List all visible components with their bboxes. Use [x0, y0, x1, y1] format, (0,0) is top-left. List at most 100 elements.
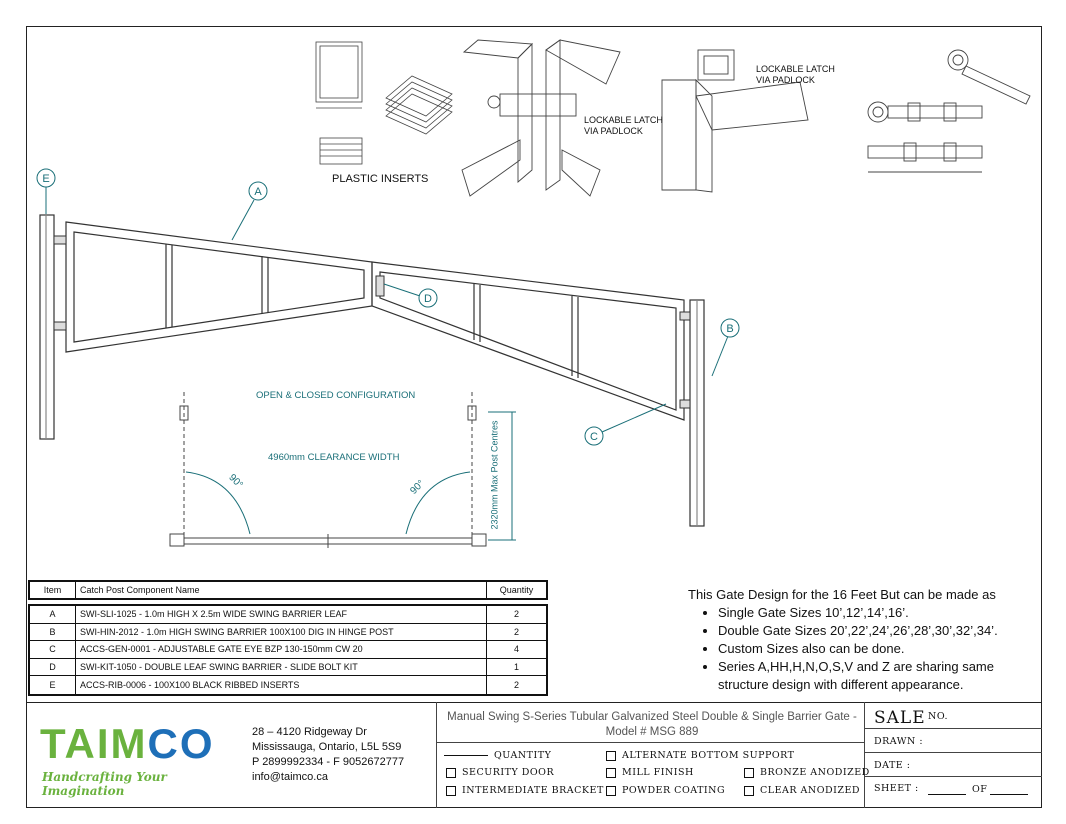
table-row: A SWI-SLI-1025 - 1.0m HIGH X 2.5m WIDE S… — [30, 606, 546, 624]
config-label: OPEN & CLOSED CONFIGURATION — [256, 390, 416, 401]
checkbox[interactable] — [744, 785, 754, 796]
row-name: SWI-KIT-1050 - DOUBLE LEAF SWING BARRIER… — [76, 658, 487, 676]
plan-configuration — [169, 392, 516, 548]
option-security-door[interactable]: SECURITY DOOR — [446, 767, 554, 778]
row-qty: 4 — [513, 644, 519, 655]
row-name: ACCS-GEN-0001 - ADJUSTABLE GATE EYE BZP … — [76, 641, 487, 658]
option-powder-coating[interactable]: POWDER COATING — [606, 785, 725, 796]
option-label: MILL FINISH — [622, 767, 694, 778]
row-name: SWI-HIN-2012 - 1.0m HIGH SWING BARRIER 1… — [76, 623, 487, 641]
row-qty: 1 — [513, 662, 519, 673]
latch-label-1-line1: LOCKABLE LATCH — [584, 115, 663, 125]
latch-detail-1 — [461, 39, 621, 197]
table-row: E ACCS-RIB-0006 - 100X100 BLACK RIBBED I… — [30, 676, 546, 694]
component-table: A SWI-SLI-1025 - 1.0m HIGH X 2.5m WIDE S… — [28, 604, 548, 696]
sheet-number-field[interactable] — [928, 794, 966, 795]
component-table-header: Item Catch Post Component Name Quantity — [28, 580, 548, 600]
callout-d: D — [424, 293, 432, 305]
note-bullet: Double Gate Sizes 20’,22’,24’,26’,28’,30… — [718, 622, 1038, 640]
title-block — [26, 702, 1042, 808]
checkbox[interactable] — [606, 767, 616, 778]
option-alternate-bottom-support[interactable]: ALTERNATE BOTTOM SUPPORT — [606, 750, 795, 761]
drawn-label: DRAWN : — [874, 736, 924, 747]
option-label: ALTERNATE BOTTOM SUPPORT — [622, 750, 795, 761]
row-qty: 2 — [513, 609, 519, 620]
logo-tagline: Handcrafting Your Imagination — [42, 770, 167, 798]
option-mill-finish[interactable]: MILL FINISH — [606, 767, 694, 778]
company-address: 28 – 4120 Ridgeway Dr Mississauga, Ontar… — [252, 725, 404, 785]
header-name: Catch Post Component Name — [76, 582, 487, 598]
notes-intro: This Gate Design for the 16 Feet But can… — [688, 587, 996, 602]
option-label: POWDER COATING — [622, 785, 726, 796]
row-item: D — [30, 658, 76, 676]
design-notes: This Gate Design for the 16 Feet But can… — [688, 586, 1038, 694]
gate-eye-detail — [867, 49, 1031, 173]
latch-label-2-line2: VIA PADLOCK — [756, 75, 815, 85]
row-name: ACCS-RIB-0006 - 100X100 BLACK RIBBED INS… — [76, 676, 487, 694]
note-bullet: Series A,HH,H,N,O,S,V and Z are sharing … — [718, 658, 1038, 694]
company-email[interactable]: info@taimco.ca — [252, 771, 328, 783]
sale-label: SALE — [874, 708, 926, 728]
option-intermediate-bracket[interactable]: INTERMEDIATE BRACKET — [446, 785, 604, 796]
table-row: C ACCS-GEN-0001 - ADJUSTABLE GATE EYE BZ… — [30, 641, 546, 659]
logo-text-c: CO — [147, 720, 215, 767]
checkbox[interactable] — [606, 750, 616, 761]
note-bullet: Single Gate Sizes 10’,12’,14’,16’. — [718, 604, 1038, 622]
sheet-total-field[interactable] — [990, 794, 1028, 795]
table-row: D SWI-KIT-1050 - DOUBLE LEAF SWING BARRI… — [30, 658, 546, 677]
logo-wordmark: TAIMCO — [40, 722, 215, 766]
checkbox[interactable] — [446, 785, 456, 796]
post-centres-label: 2320mm Max Post Centres — [489, 420, 500, 530]
callout-c: C — [590, 431, 598, 443]
row-item: B — [30, 623, 76, 641]
row-item: E — [30, 676, 76, 694]
quantity-label: QUANTITY — [494, 750, 552, 761]
drawing-title: Manual Swing S-Series Tubular Galvanized… — [447, 711, 857, 738]
of-label: OF — [972, 784, 988, 795]
logo-text-a: T — [40, 720, 65, 767]
checkbox[interactable] — [606, 785, 616, 796]
latch-detail-2 — [661, 49, 809, 193]
clearance-label: 4960mm CLEARANCE WIDTH — [268, 452, 400, 463]
callout-a: A — [254, 186, 262, 198]
option-clear-anodized[interactable]: CLEAR ANODIZED — [744, 785, 860, 796]
table-row: B SWI-HIN-2012 - 1.0m HIGH SWING BARRIER… — [30, 623, 546, 642]
callout-b: B — [726, 323, 733, 335]
address-line1: 28 – 4120 Ridgeway Dr — [252, 726, 367, 738]
header-qty: Quantity — [499, 585, 534, 595]
quantity-field: QUANTITY — [444, 750, 551, 761]
checkbox[interactable] — [744, 767, 754, 778]
option-label: SECURITY DOOR — [462, 767, 555, 778]
latch-label-2-line1: LOCKABLE LATCH — [756, 64, 835, 74]
sheet-label: SHEET : — [874, 783, 919, 794]
checkbox[interactable] — [446, 767, 456, 778]
company-logo: TAIMCO Handcrafting Your Imagination — [40, 722, 230, 799]
note-bullet: Custom Sizes also can be done. — [718, 640, 1038, 658]
row-name: SWI-SLI-1025 - 1.0m HIGH X 2.5m WIDE SWI… — [76, 606, 487, 623]
company-phone: P 2899992334 - F 9052672777 — [252, 756, 405, 768]
title-divider — [436, 742, 864, 743]
latch-label-1-line2: VIA PADLOCK — [584, 126, 643, 136]
post-b — [689, 299, 705, 527]
option-label: BRONZE ANODIZED — [760, 767, 870, 778]
option-label: CLEAR ANODIZED — [760, 785, 861, 796]
title-divider — [436, 702, 437, 808]
option-label: INTERMEDIATE BRACKET — [462, 785, 604, 796]
gate-drawing: E A D B C — [36, 39, 1031, 548]
gate-leaf-right — [371, 261, 685, 421]
sale-no-label: NO. — [928, 711, 949, 722]
logo-text-b: AIM — [64, 720, 148, 767]
date-label: DATE : — [874, 760, 911, 771]
gate-leaf-left — [65, 221, 373, 353]
row-item: C — [30, 641, 76, 658]
option-bronze-anodized[interactable]: BRONZE ANODIZED — [744, 767, 870, 778]
address-line2: Mississauga, Ontario, L5L 5S9 — [252, 741, 402, 753]
sheet-info-block: SALE NO. DRAWN : DATE : SHEET : OF — [864, 702, 1042, 808]
row-item: A — [30, 606, 76, 623]
title-divider — [864, 702, 865, 808]
header-item: Item — [30, 582, 76, 598]
row-qty: 2 — [513, 680, 519, 691]
callout-e: E — [42, 173, 49, 185]
plastic-inserts-label: PLASTIC INSERTS — [332, 173, 429, 185]
plastic-insert-drawings — [315, 41, 453, 165]
